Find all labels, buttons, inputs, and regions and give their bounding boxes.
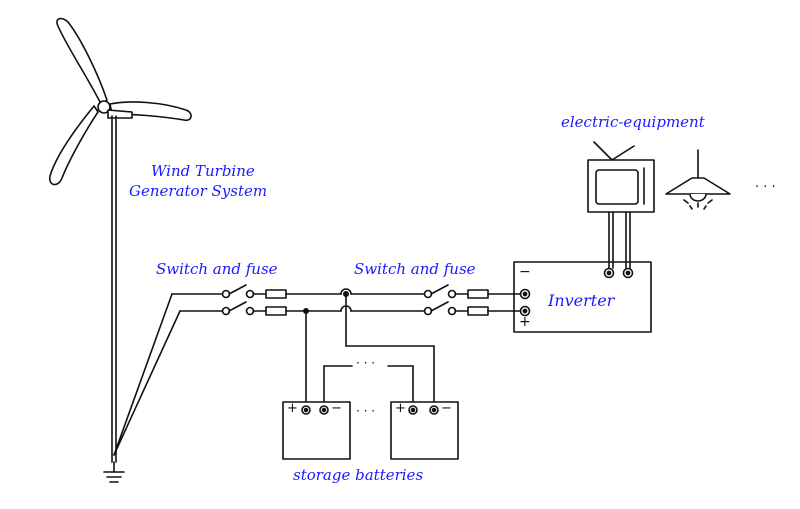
turbine-nacelle	[107, 109, 133, 119]
battery-2-minus-sign: −	[441, 401, 452, 416]
battery-1-plus-sign: +	[287, 401, 298, 416]
inverter-plus-sign: +	[519, 314, 531, 330]
battery-gap-ellipsis: · · ·	[356, 404, 376, 418]
electric-equipment-label: electric-equipment	[561, 113, 705, 131]
turbine-cable-bottom	[113, 310, 181, 456]
turbine-blade-left	[48, 105, 99, 186]
storage-batteries-label: storage batteries	[293, 466, 424, 484]
battery-2-plus-sign: +	[395, 401, 406, 416]
ground-icon	[103, 461, 125, 483]
turbine-cable-top	[113, 293, 173, 456]
switch-fuse-left-label: Switch and fuse	[156, 260, 278, 278]
equipment-more-ellipsis: · · ·	[755, 180, 776, 195]
turbine-hub	[97, 100, 111, 114]
wind-turbine-label-line2: Generator System	[129, 182, 268, 200]
turbine-blade-right	[109, 101, 192, 122]
battery-1-minus-sign: −	[331, 401, 342, 416]
inverter-minus-sign: −	[519, 264, 531, 280]
storage-battery-2	[390, 401, 459, 460]
lamp-icon	[665, 149, 731, 210]
switch-fuse-right-label: Switch and fuse	[354, 260, 476, 278]
turbine-blade-top	[56, 17, 108, 105]
storage-battery-1	[282, 401, 351, 460]
switch-fuse-right-symbol	[423, 284, 489, 316]
switch-fuse-left-symbol	[221, 284, 287, 316]
inverter-box	[513, 261, 652, 333]
wind-turbine	[48, 17, 192, 483]
wind-turbine-label-line1: Wind Turbine	[151, 162, 255, 180]
tv-icon	[587, 141, 655, 269]
battery-wire-gap-ellipsis: · · ·	[356, 356, 376, 370]
inverter-label: Inverter	[548, 291, 615, 310]
